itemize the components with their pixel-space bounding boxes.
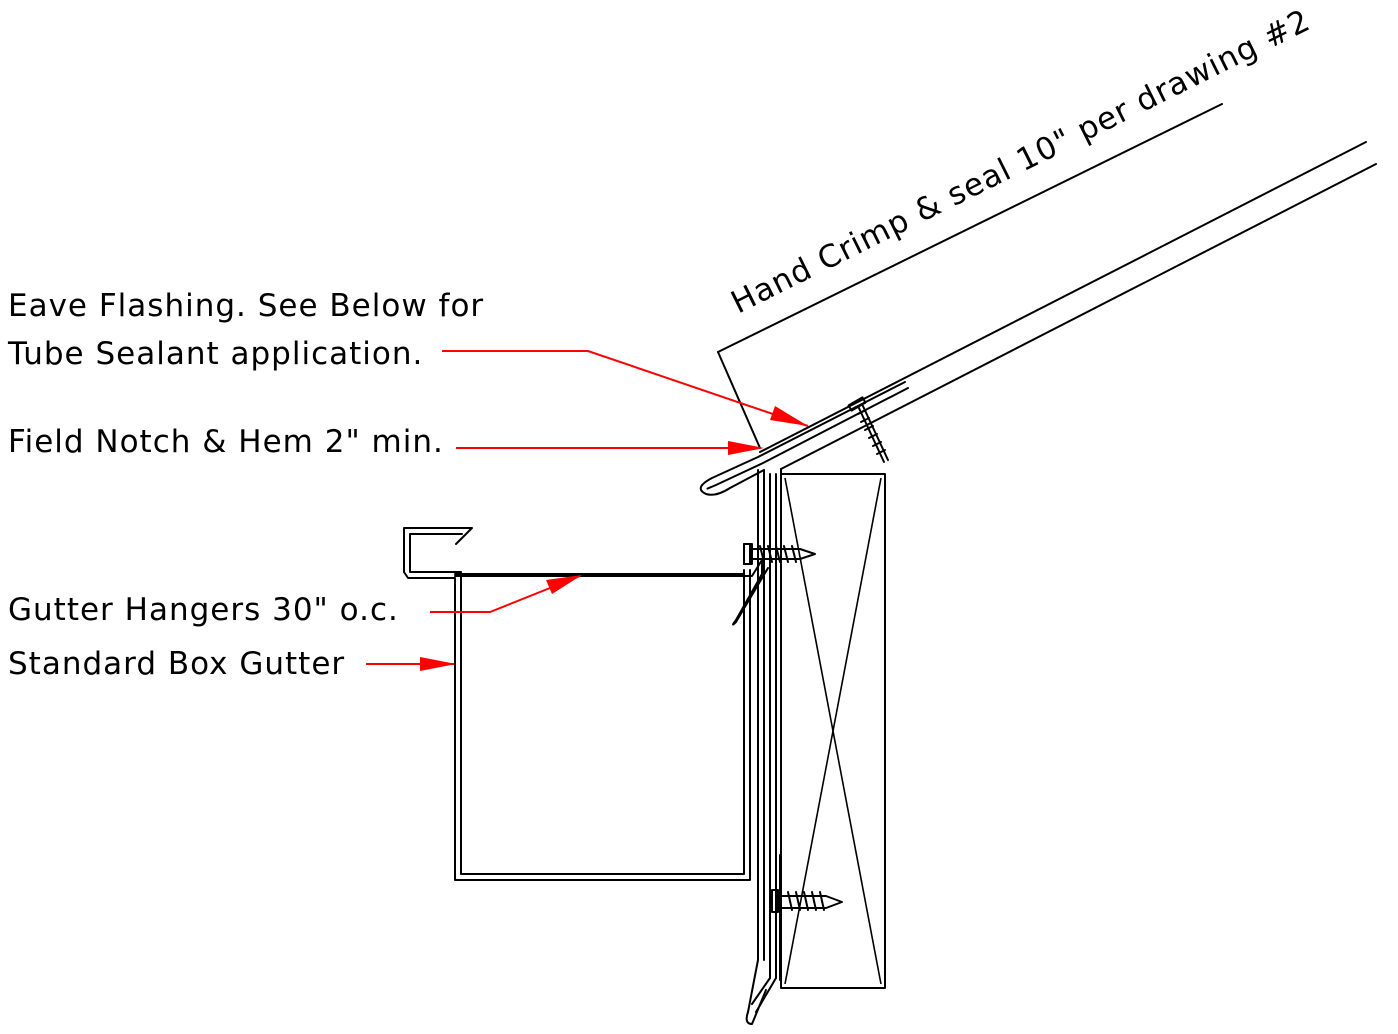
- roof-screw-icon: [847, 396, 889, 463]
- box-gutter-label: Standard Box Gutter: [8, 646, 345, 682]
- fascia-board: [780, 473, 886, 989]
- gutter-hanger: [454, 543, 769, 626]
- gutter-hangers-label: Gutter Hangers 30" o.c.: [8, 592, 399, 628]
- eave-flashing-label-line2: Tube Sealant application.: [7, 336, 423, 372]
- leader-field-notch: [456, 441, 764, 455]
- field-notch-label: Field Notch & Hem 2" min.: [8, 424, 444, 460]
- roof-panel: [759, 141, 1377, 475]
- hanger-screw-icon: [743, 543, 816, 565]
- eave-flashing: [699, 381, 909, 1025]
- leader-box-gutter: [366, 657, 456, 671]
- leader-eave-flashing: [442, 350, 809, 427]
- lower-screw-icon: [771, 889, 843, 913]
- eave-flashing-label-line1: Eave Flashing. See Below for: [8, 288, 484, 324]
- hand-crimp-label: Hand Crimp & seal 10" per drawing #2: [726, 2, 1317, 321]
- drip-trim: [751, 473, 781, 1013]
- leader-gutter-hangers: [430, 575, 582, 613]
- hand-crimp-reference-line: [717, 103, 1223, 449]
- box-gutter: [403, 527, 751, 881]
